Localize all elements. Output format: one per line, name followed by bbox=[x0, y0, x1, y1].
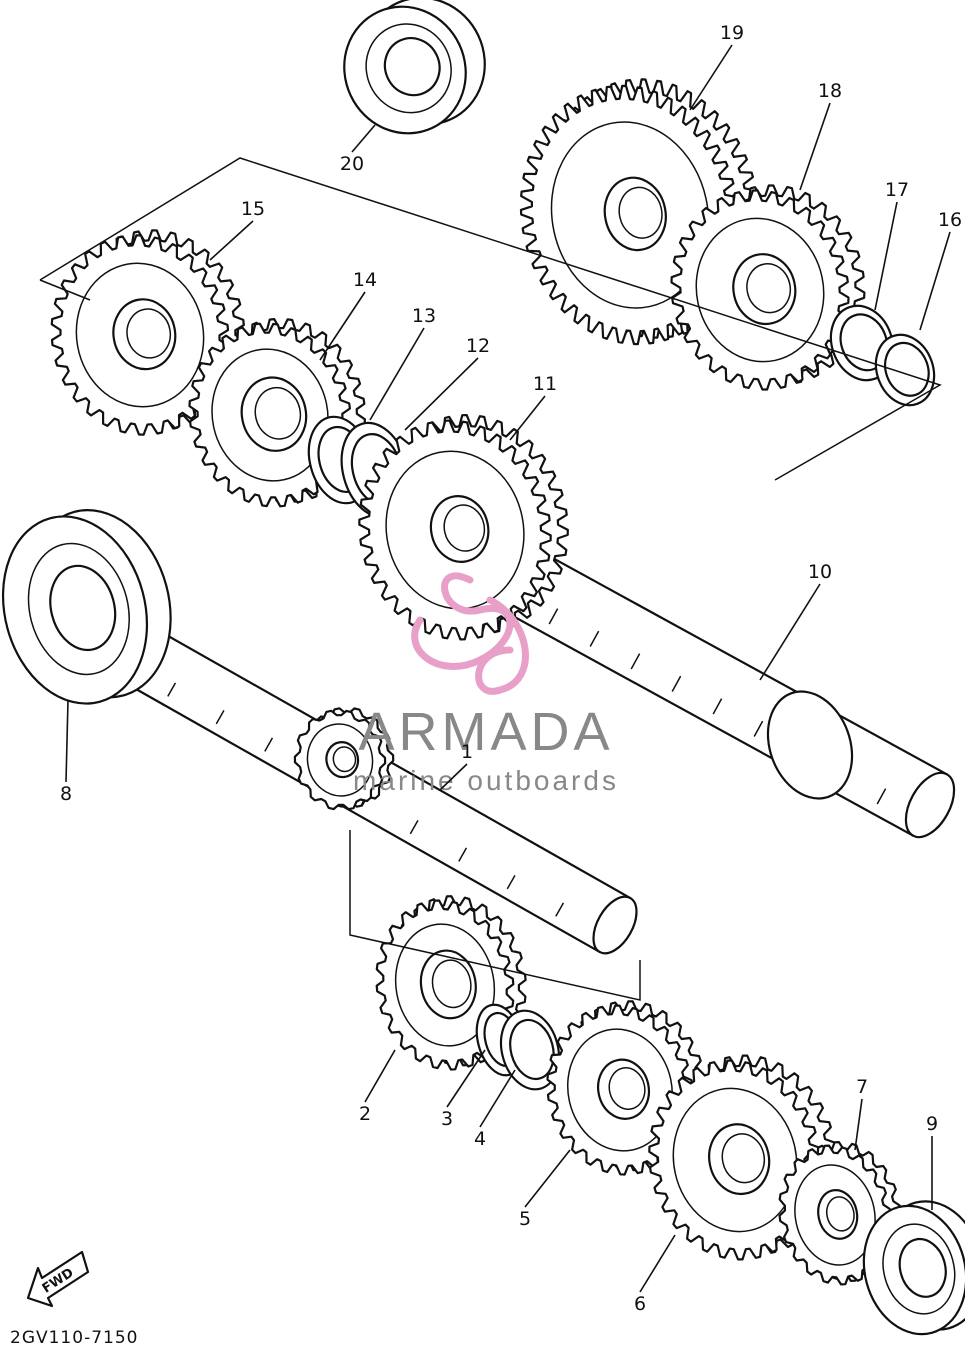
part-label-10: 10 bbox=[808, 561, 832, 583]
part-label-9: 9 bbox=[926, 1113, 938, 1135]
leader-line-20 bbox=[351, 124, 376, 153]
leader-line-6 bbox=[639, 1234, 676, 1293]
gear-18 bbox=[670, 184, 866, 391]
leader-line-3 bbox=[446, 1049, 486, 1108]
part-label-1: 1 bbox=[461, 741, 473, 763]
leader-line-18 bbox=[799, 102, 831, 191]
leader-line-4 bbox=[479, 1069, 516, 1128]
leader-line-17 bbox=[874, 201, 898, 311]
drive-axle-collar bbox=[766, 690, 854, 800]
leader-line-13 bbox=[369, 327, 425, 421]
part-label-5: 5 bbox=[519, 1208, 531, 1230]
leader-line-7 bbox=[854, 1098, 863, 1151]
part-label-2: 2 bbox=[359, 1103, 371, 1125]
part-label-4: 4 bbox=[474, 1128, 486, 1150]
part-label-3: 3 bbox=[441, 1108, 453, 1130]
watermark-logo-swirl bbox=[411, 572, 529, 695]
drive-axle-shaft bbox=[502, 548, 956, 839]
armada-watermark: ARMADA marine outboards bbox=[353, 572, 619, 796]
part-label-13: 13 bbox=[412, 305, 436, 327]
part-label-20: 20 bbox=[340, 153, 364, 175]
bearing-9 bbox=[862, 1200, 965, 1336]
watermark-brand-name: ARMADA bbox=[358, 702, 613, 762]
diagram-code: 2GV110-7150 bbox=[10, 1328, 138, 1348]
leader-line-5 bbox=[524, 1149, 571, 1208]
leader-line-10 bbox=[759, 583, 821, 681]
watermark-tagline: marine outboards bbox=[353, 765, 619, 796]
grouping-outlines bbox=[39, 157, 942, 1001]
part-label-18: 18 bbox=[818, 80, 842, 102]
part-label-17: 17 bbox=[885, 179, 909, 201]
gear-11 bbox=[358, 414, 569, 641]
part-label-14: 14 bbox=[353, 269, 377, 291]
part-label-12: 12 bbox=[466, 335, 490, 357]
part-label-8: 8 bbox=[60, 783, 72, 805]
part-label-15: 15 bbox=[241, 198, 265, 220]
part-label-16: 16 bbox=[938, 209, 962, 231]
part-label-19: 19 bbox=[720, 22, 744, 44]
leader-line-12 bbox=[404, 357, 479, 431]
bearing-8 bbox=[1, 509, 172, 705]
part-label-7: 7 bbox=[856, 1076, 868, 1098]
part-label-11: 11 bbox=[533, 373, 557, 395]
bearing-20 bbox=[343, 0, 486, 135]
leader-line-11 bbox=[509, 395, 546, 441]
gear-main-axle-pinion bbox=[293, 707, 395, 811]
washer-16 bbox=[874, 333, 936, 407]
leader-line-14 bbox=[319, 291, 366, 361]
leader-line-16 bbox=[919, 231, 951, 331]
leader-line-1 bbox=[439, 763, 468, 791]
leader-line-2 bbox=[364, 1049, 396, 1103]
leader-line-8 bbox=[65, 699, 69, 783]
leader-line-15 bbox=[209, 220, 254, 261]
leader-line-19 bbox=[689, 44, 733, 111]
fwd-arrow-icon: FWD bbox=[26, 1250, 90, 1308]
part-label-6: 6 bbox=[634, 1293, 646, 1315]
